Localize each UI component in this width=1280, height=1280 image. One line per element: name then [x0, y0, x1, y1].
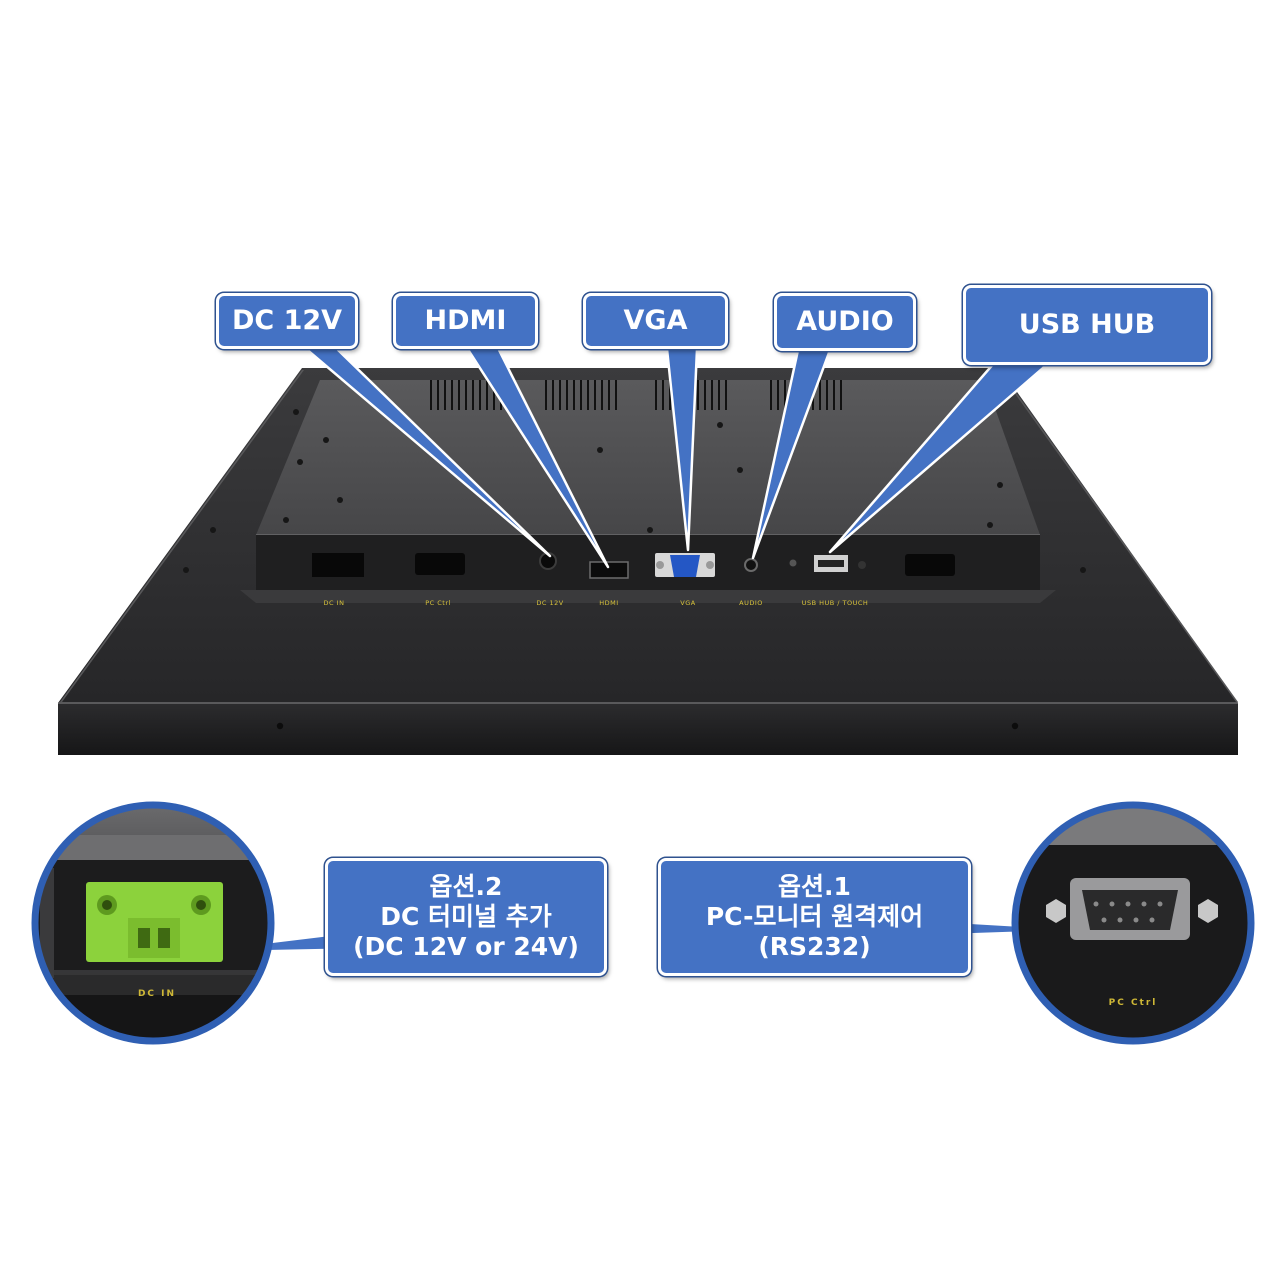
- callout-audio-label: AUDIO: [796, 305, 894, 337]
- port-label-pc-ctrl: PC Ctrl: [425, 599, 451, 607]
- zoom-label-pc-ctrl: PC Ctrl: [1109, 998, 1158, 1008]
- port-label-vga: VGA: [680, 599, 695, 607]
- zoom-circle-rs232: PC Ctrl: [1011, 801, 1255, 1045]
- option1-title: 옵션.1: [778, 872, 851, 901]
- callout-hdmi: HDMI: [393, 293, 538, 349]
- option2-desc: DC 터미널 추가: [380, 902, 552, 931]
- callout-option-1: 옵션.1 PC-모니터 원격제어 (RS232): [658, 858, 971, 976]
- port-label-dc-12v: DC 12V: [536, 599, 563, 607]
- option2-voltage: (DC 12V or 24V): [353, 932, 579, 961]
- port-label-dc-in: DC IN: [324, 599, 345, 607]
- callout-hdmi-label: HDMI: [424, 304, 507, 336]
- port-label-hdmi: HDMI: [599, 599, 618, 607]
- port-labels: DC IN PC Ctrl DC 12V HDMI VGA AUDIO USB …: [324, 599, 869, 607]
- zoom-circle-dc-terminal: DC IN: [31, 801, 275, 1045]
- port-label-usb-hub-touch: USB HUB / TOUCH: [802, 599, 869, 607]
- option1-protocol: (RS232): [758, 932, 871, 961]
- monitor-body: DC IN PC Ctrl DC 12V HDMI VGA AUDIO USB …: [58, 368, 1238, 755]
- callout-dc-12v-label: DC 12V: [231, 304, 343, 336]
- callout-option-2: 옵션.2 DC 터미널 추가 (DC 12V or 24V): [325, 858, 607, 976]
- option2-title: 옵션.2: [429, 872, 503, 901]
- callout-audio: AUDIO: [774, 293, 916, 351]
- port-label-audio: AUDIO: [739, 599, 763, 607]
- zoom-label-dc-in: DC IN: [138, 989, 176, 999]
- callout-usb-hub-label: USB HUB: [1018, 308, 1156, 340]
- callout-usb-hub: USB HUB: [963, 285, 1211, 365]
- callout-vga-label: VGA: [623, 304, 688, 336]
- callout-dc-12v: DC 12V: [216, 293, 358, 349]
- option1-desc: PC-모니터 원격제어: [705, 902, 924, 931]
- callout-vga: VGA: [583, 293, 728, 349]
